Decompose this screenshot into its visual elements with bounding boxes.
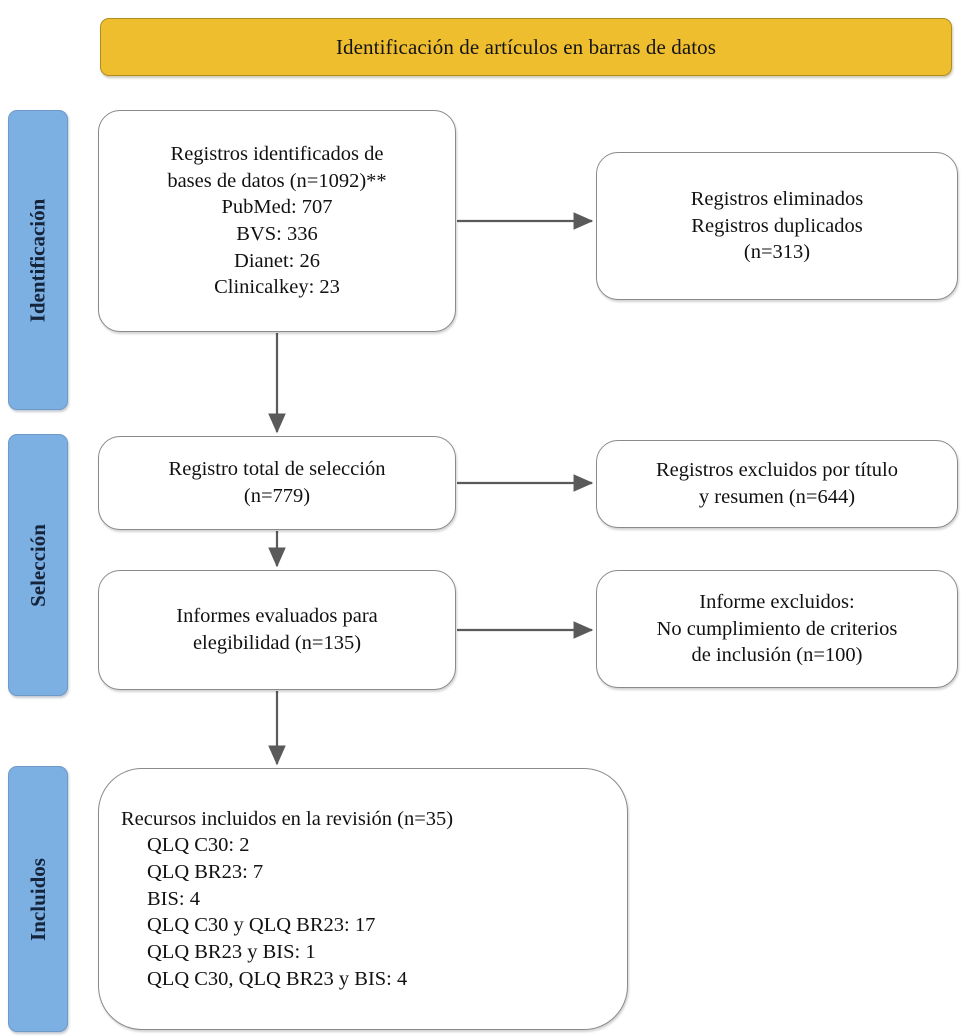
box-line: Informe excluidos: [699, 591, 855, 614]
box-line: bases de datos (n=1092)** [167, 169, 387, 192]
box-line: PubMed: 707 [221, 196, 333, 219]
box-list-item: BIS: 4 [147, 887, 200, 910]
box-informes-elegibilidad: Informes evaluados para elegibilidad (n=… [98, 570, 456, 690]
box-line: Registros excluidos por título [656, 459, 898, 482]
box-line: Registro total de selección [168, 458, 386, 481]
box-line: de inclusión (n=100) [691, 644, 863, 667]
stage-label-identificacion: Identificación [8, 110, 68, 410]
box-line: Registros eliminados [690, 188, 864, 211]
box-line: (n=779) [243, 485, 311, 507]
box-line: No cumplimiento de criterios [656, 617, 898, 640]
box-line: BVS: 336 [236, 223, 318, 245]
box-line: (n=313) [743, 241, 811, 264]
box-recursos-incluidos: Recursos incluidos en la revisión (n=35)… [98, 768, 628, 1030]
box-registro-total-seleccion: Registro total de selección (n=779) [98, 436, 456, 530]
box-line: Registros identificados de [170, 143, 384, 166]
diagram-title-text: Identificación de artículos en barras de… [335, 34, 717, 59]
box-heading: Recursos incluidos en la revisión (n=35) [121, 807, 454, 830]
stage-label-seleccion: Selección [8, 434, 68, 696]
box-line: Informes evaluados para [176, 605, 378, 628]
box-list-item: QLQ C30, QLQ BR23 y BIS: 4 [147, 967, 408, 990]
box-line: Dianet: 26 [234, 249, 320, 272]
stage-label-text: Incluidos [25, 857, 50, 941]
diagram-title-banner: Identificación de artículos en barras de… [100, 18, 952, 76]
box-list-item: QLQ C30: 2 [147, 834, 250, 857]
box-informe-excluidos: Informe excluidos: No cumplimiento de cr… [596, 570, 958, 688]
box-line: Registros duplicados [691, 214, 863, 237]
stage-label-text: Selección [25, 523, 50, 607]
box-line: y resumen (n=644) [698, 486, 856, 508]
box-registros-eliminados: Registros eliminados Registros duplicado… [596, 152, 958, 300]
box-line: Clinicalkey: 23 [214, 276, 340, 299]
stage-label-incluidos: Incluidos [8, 766, 68, 1032]
box-registros-identificados: Registros identificados de bases de dato… [98, 110, 456, 332]
box-registros-excluidos-titulo: Registros excluidos por título y resumen… [596, 440, 958, 528]
box-list-item: QLQ BR23: 7 [147, 861, 264, 884]
box-line: elegibilidad (n=135) [192, 632, 362, 654]
box-list-item: QLQ BR23 y BIS: 1 [147, 940, 316, 963]
box-list-item: QLQ C30 y QLQ BR23: 17 [147, 914, 376, 937]
stage-label-text: Identificación [25, 198, 50, 322]
